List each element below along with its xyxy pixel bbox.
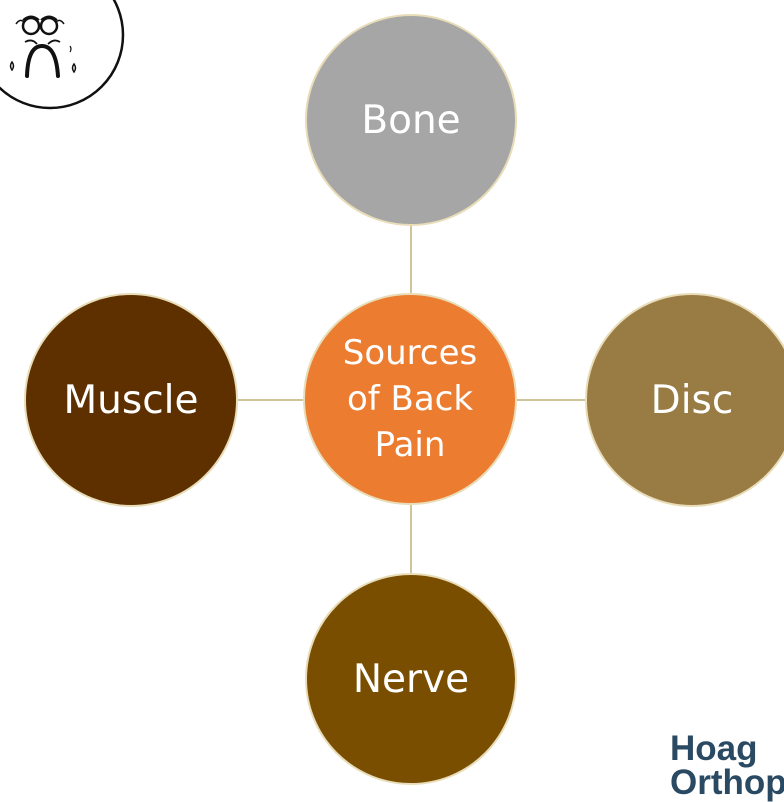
brand-line-2: Orthop: [670, 766, 784, 800]
node-muscle-label: Muscle: [64, 381, 199, 420]
sad-face-icon: [0, 0, 130, 110]
brand-line-1: Hoag: [670, 732, 784, 766]
node-disc-label: Disc: [651, 381, 734, 420]
center-label-line-1: Sources: [343, 330, 478, 376]
center-label-line-2: of Back: [343, 376, 478, 422]
node-center-label: Sources of Back Pain: [343, 330, 478, 468]
node-nerve-label: Nerve: [353, 660, 469, 699]
diagram-canvas: Bone Sources of Back Pain Muscle Disc Ne…: [0, 0, 784, 784]
node-bone: Bone: [305, 14, 517, 226]
connector-left: [238, 399, 304, 401]
node-center: Sources of Back Pain: [303, 293, 517, 505]
node-bone-label: Bone: [361, 101, 460, 140]
connector-bottom: [410, 505, 412, 575]
node-muscle: Muscle: [24, 293, 238, 507]
center-label-line-3: Pain: [343, 422, 478, 468]
node-nerve: Nerve: [305, 573, 517, 785]
connector-right: [516, 399, 586, 401]
connector-top: [410, 225, 412, 293]
node-disc: Disc: [585, 293, 784, 507]
brand-logo-text: Hoag Orthop: [670, 732, 784, 800]
